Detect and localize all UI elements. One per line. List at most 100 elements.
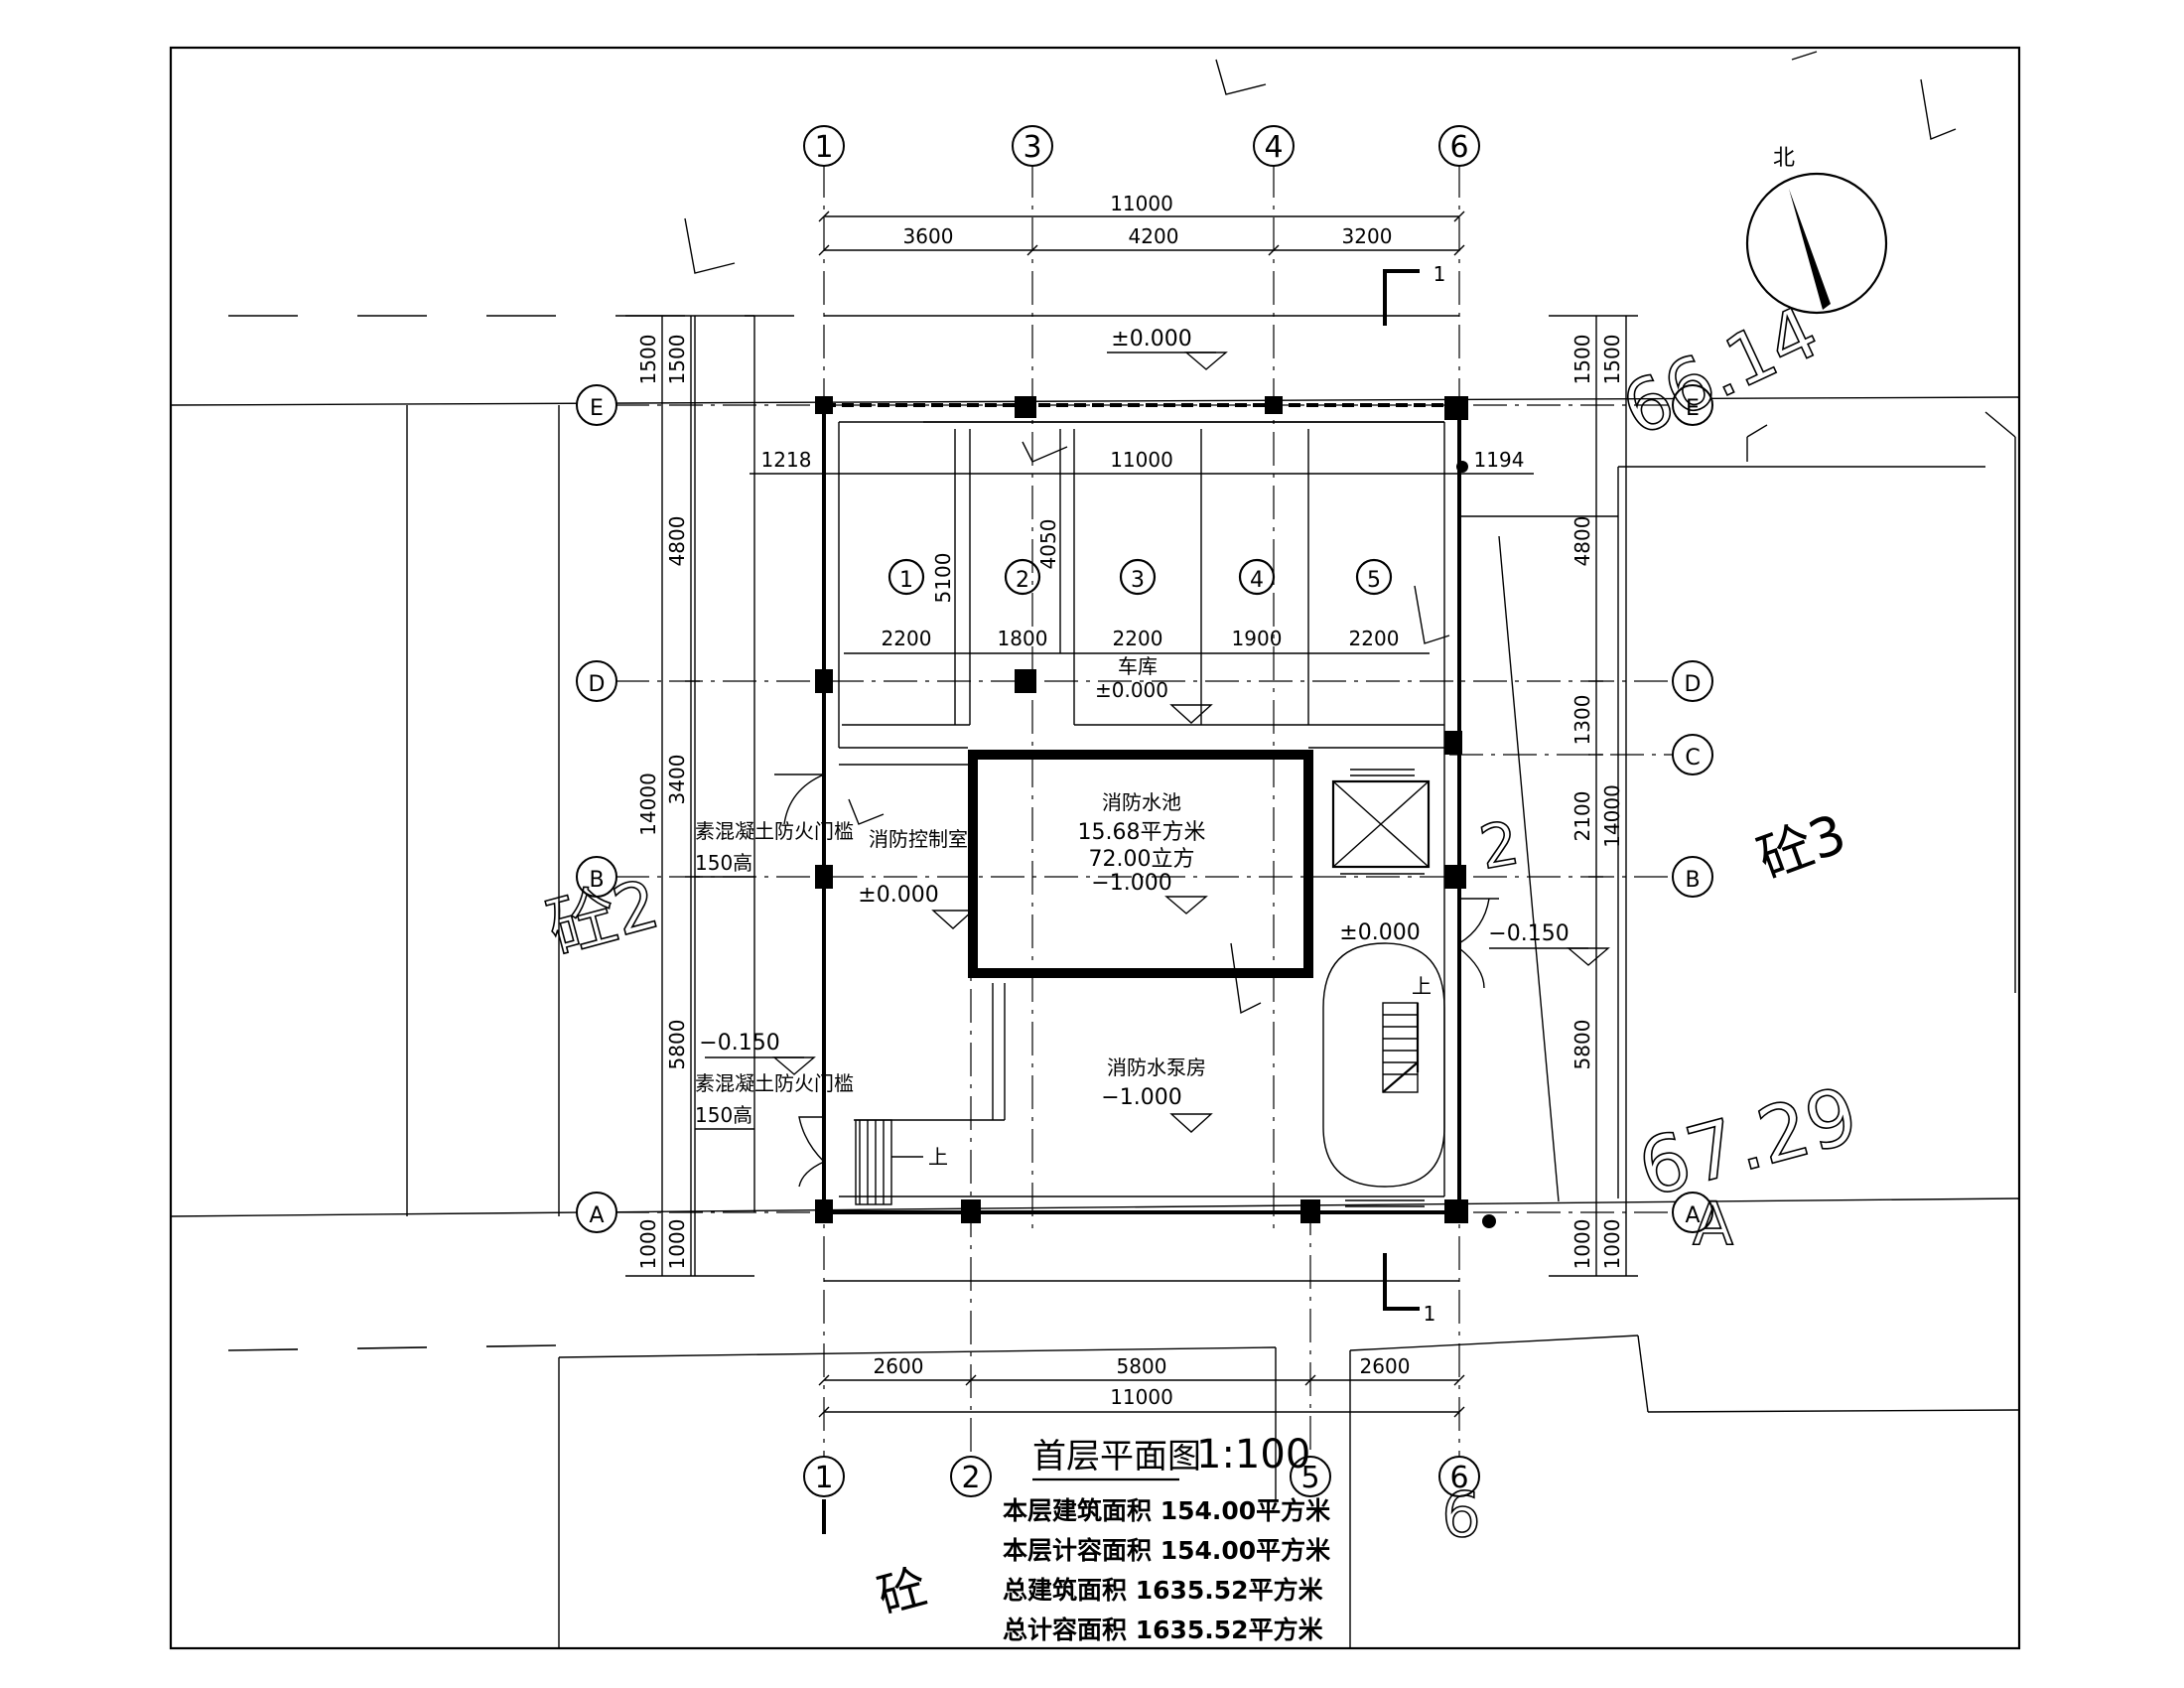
pump-room: 消防水泵房 −1.000 — [1101, 1055, 1213, 1133]
axis-label-bottom-4: 6 — [1449, 1461, 1468, 1495]
axis-label-bottom-2: 2 — [961, 1461, 980, 1495]
axis-label-right-c: C — [1685, 746, 1700, 771]
pool-area: 15.68平方米 — [1078, 820, 1206, 845]
outside-elevation: ±0.000 — [1107, 327, 1228, 370]
vegetation-marks — [684, 51, 1957, 1015]
axis-label-top-4: 6 — [1449, 130, 1468, 165]
axis-bubbles-right: E D C B A — [1672, 384, 1713, 1233]
parking-number-3: 3 — [1131, 568, 1145, 593]
section-mark-top: 1 — [1433, 262, 1446, 286]
structural-columns — [815, 396, 1496, 1228]
outside-elevation-label: ±0.000 — [1111, 327, 1191, 352]
axis-label-bottom-1: 1 — [814, 1461, 833, 1495]
dimension-top: 11000 3600 4200 3200 — [818, 192, 1465, 317]
building-outline — [822, 403, 1461, 1214]
site-mark-c1: 砼 — [873, 1559, 933, 1625]
axis-label-right-e: E — [1686, 396, 1700, 421]
section-marks: 1 1 — [1383, 262, 1446, 1326]
road-lines — [227, 315, 794, 1351]
axis-label-top-2: 3 — [1023, 130, 1041, 165]
garage-label: 车库 — [1118, 654, 1158, 678]
area-line-2: 本层计容面积 154.00平方米 — [1003, 1536, 1331, 1565]
bay-width-2: 1800 — [998, 627, 1048, 650]
fire-door-note-bottom: 素混凝土防火门槛 — [695, 1071, 854, 1095]
fire-water-pool: 消防水池 15.68平方米 72.00立方 −1.000 — [968, 750, 1313, 978]
dim-right-inner-1: 1500 — [1570, 335, 1594, 385]
dim-right-inner-6: 1000 — [1570, 1219, 1594, 1270]
stair-up-label: 上 — [1412, 974, 1432, 998]
axis-label-top-1: 1 — [814, 130, 833, 165]
axis-label-right-a: A — [1685, 1203, 1700, 1228]
dimension-bottom: 2600 5800 2600 11000 — [818, 1280, 1465, 1418]
pool-label: 消防水池 — [1102, 790, 1181, 814]
axis-bubbles-bottom: 1 2 5 6 — [803, 1456, 1480, 1497]
site-mark-6614: 66.14 — [1610, 290, 1831, 452]
bay-depth-1: 5100 — [931, 553, 955, 604]
entry-stair-up-label: 上 — [928, 1145, 948, 1169]
dim-left-inner-2: 4800 — [665, 516, 689, 567]
garage-dim-total: 11000 — [1110, 448, 1173, 472]
axis-label-left-e: E — [590, 396, 604, 421]
axis-label-right-d: D — [1685, 672, 1702, 697]
dim-top-part-2: 4200 — [1129, 224, 1179, 248]
fire-door-height-top: 150高 — [695, 851, 752, 875]
parking-bays: 1 2 3 4 5 2200 1800 2200 1900 2200 5100 … — [750, 421, 1534, 726]
doors — [774, 774, 1499, 1188]
bay-width-1: 2200 — [882, 627, 932, 650]
drawing-scale: 1:100 — [1196, 1432, 1310, 1477]
area-line-1: 本层建筑面积 154.00平方米 — [1003, 1496, 1331, 1525]
dim-left-outer-bottom: 1000 — [636, 1219, 660, 1270]
dim-top-total: 11000 — [1110, 192, 1173, 215]
stair: ±0.000 上 — [1322, 920, 1445, 1207]
fire-door-height-bottom: 150高 — [695, 1103, 752, 1127]
site-mark-c3: 砼3 — [1750, 802, 1854, 891]
drawing-title: 首层平面图 — [1032, 1437, 1201, 1477]
dim-top-part-3: 3200 — [1342, 224, 1393, 248]
dim-top-part-1: 3600 — [903, 224, 954, 248]
dim-right-inner-2: 4800 — [1570, 516, 1594, 567]
title-block: 首层平面图 1:100 本层建筑面积 154.00平方米 本层计容面积 154.… — [1003, 1432, 1331, 1644]
site-mark-a: A — [1693, 1190, 1733, 1259]
dimension-left: 1500 1500 4800 14000 3400 5800 1000 1000 — [625, 315, 755, 1277]
left-door-elevation: −0.150 — [699, 1031, 779, 1055]
bay-width-3: 2200 — [1113, 627, 1163, 650]
section-mark-bottom: 1 — [1424, 1302, 1436, 1326]
axis-bubbles-left: E D B A — [576, 384, 617, 1233]
dim-bottom-part-1: 2600 — [874, 1354, 924, 1378]
fire-door-note-top: 素混凝土防火门槛 — [695, 819, 854, 843]
dim-bottom-total: 11000 — [1110, 1385, 1173, 1409]
dim-right-outer-bottom: 1000 — [1600, 1219, 1624, 1270]
area-line-3: 总建筑面积 1635.52平方米 — [1003, 1576, 1324, 1605]
area-line-4: 总计容面积 1635.52平方米 — [1003, 1616, 1324, 1644]
parking-number-5: 5 — [1367, 568, 1381, 593]
site-mark-6729: 67.29 — [1630, 1071, 1867, 1215]
axis-label-left-b: B — [589, 868, 604, 893]
axis-label-right-b: B — [1685, 868, 1700, 893]
control-room-label: 消防控制室 — [869, 827, 968, 851]
north-arrow: 北 — [1745, 146, 1888, 315]
axis-label-left-a: A — [589, 1203, 604, 1228]
dim-right-inner-5: 5800 — [1570, 1020, 1594, 1070]
dim-bottom-part-3: 2600 — [1360, 1354, 1411, 1378]
axis-label-top-3: 4 — [1264, 130, 1283, 165]
site-annotations: 砼2 砼3 砼 2 66.14 67.29 A 6 — [539, 289, 1867, 1625]
control-elevation: ±0.000 — [858, 883, 938, 908]
site-mark-6: 6 — [1441, 1478, 1480, 1551]
dim-left-outer-top: 1500 — [636, 335, 660, 385]
entry-stair: 上 — [855, 1119, 948, 1205]
bay-width-5: 2200 — [1349, 627, 1400, 650]
dim-right-outer-top: 1500 — [1600, 335, 1624, 385]
garage-dim-right: 1194 — [1474, 448, 1525, 472]
right-door-elevation: −0.150 — [1488, 921, 1569, 946]
dim-left-total: 14000 — [636, 773, 660, 836]
axis-label-left-d: D — [589, 672, 606, 697]
control-room: 消防控制室 ±0.000 — [839, 764, 1006, 1121]
dim-bottom-part-2: 5800 — [1117, 1354, 1167, 1378]
parking-number-2: 2 — [1016, 568, 1029, 593]
pump-elevation: −1.000 — [1101, 1085, 1181, 1110]
garage-dim-left: 1218 — [761, 448, 812, 472]
parking-number-1: 1 — [899, 568, 913, 593]
dim-left-inner-3: 3400 — [665, 755, 689, 805]
pool-elevation: −1.000 — [1091, 871, 1171, 896]
